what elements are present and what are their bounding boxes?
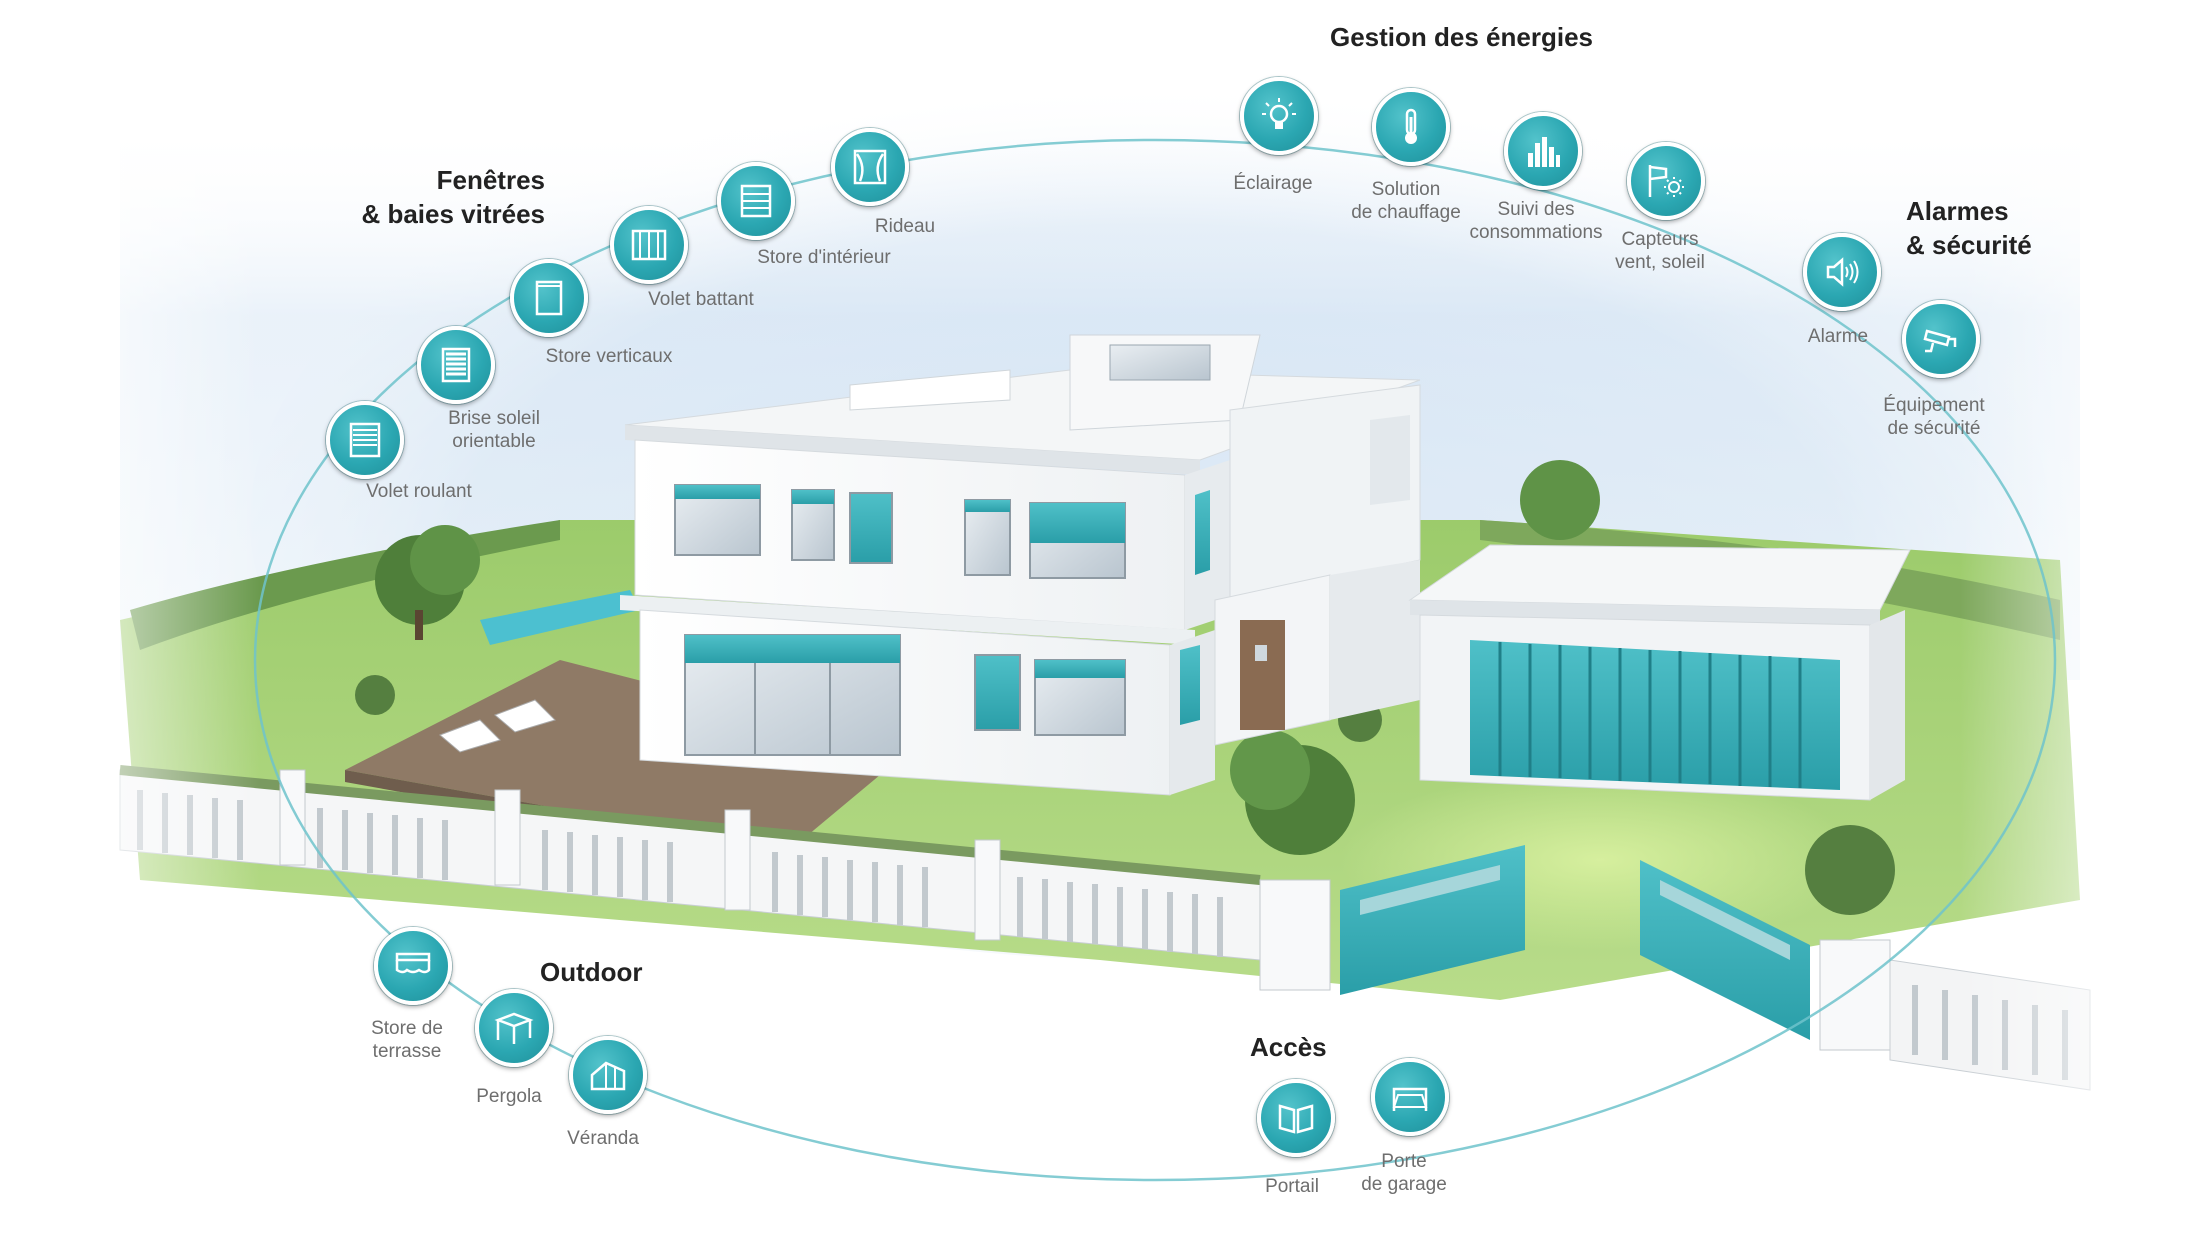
portail-label: Portail [1265,1176,1319,1197]
store-interieur-label: Store d'intérieur [757,247,891,268]
rideau-button[interactable] [831,128,909,206]
porte-garage-button[interactable] [1371,1058,1449,1136]
roller-shutter-icon [349,422,381,458]
consommations-button[interactable] [1504,112,1582,190]
chauffage-button[interactable] [1372,88,1450,166]
equipement-securite-button[interactable] [1902,300,1980,378]
portail-button[interactable] [1257,1079,1335,1157]
volet-roulant-button[interactable] [326,401,404,479]
pergola-button[interactable] [475,989,553,1067]
speaker-icon [1826,257,1859,287]
rideau-label: Rideau [874,216,936,237]
interior-blind-icon [740,184,772,218]
gate-icon [1278,1104,1314,1134]
chauffage-label: Solution de chauffage [1351,179,1461,223]
category-access: Accès [1250,1032,1327,1062]
sun-wind-sensor-icon [1648,165,1684,197]
louvre-blind-icon [441,347,471,383]
consommations-label: Suivi des consommations [1469,199,1603,243]
volet-roulant-label: Volet roulant [366,481,472,502]
category-energy: Gestion des énergies [1330,22,1593,52]
category-windows: Fenêtres & baies vitrées [361,165,545,229]
lightbulb-icon [1262,98,1296,129]
store-interieur-button[interactable] [717,162,795,240]
brise-soleil-button[interactable] [417,326,495,404]
porte-garage-label: Porte de garage [1361,1151,1447,1195]
alarme-label: Alarme [1807,326,1869,347]
store-terrasse-button[interactable] [374,927,452,1005]
brise-soleil-label: Brise soleil orientable [448,408,540,452]
terrace-awning-icon [395,952,431,974]
volet-battant-button[interactable] [610,206,688,284]
capteurs-label: Capteurs vent, soleil [1615,229,1705,273]
store-verticaux-button[interactable] [510,259,588,337]
eclairage-label: Éclairage [1233,173,1313,194]
thermometer-icon [1405,108,1417,144]
veranda-label: Véranda [567,1128,639,1149]
capteurs-button[interactable] [1627,142,1705,220]
pergola-label: Pergola [476,1086,542,1107]
pergola-icon [494,1012,534,1044]
category-security: Alarmes & sécurité [1906,196,2032,260]
eclairage-button[interactable] [1240,77,1318,155]
category-outdoor: Outdoor [540,957,643,987]
volet-battant-label: Volet battant [648,289,754,310]
veranda-icon [590,1061,626,1091]
garage-door-icon [1392,1087,1428,1111]
security-camera-icon [1923,329,1957,353]
vertical-blind-icon [535,280,563,316]
bar-chart-icon [1528,137,1560,167]
store-terrasse-label: Store de terrasse [371,1018,443,1062]
veranda-button[interactable] [569,1036,647,1114]
hinged-shutter-icon [631,229,667,261]
store-verticaux-label: Store verticaux [545,346,673,367]
curtain-icon [853,149,887,185]
equipement-securite-label: Équipement de sécurité [1883,395,1985,439]
alarme-button[interactable] [1803,233,1881,311]
